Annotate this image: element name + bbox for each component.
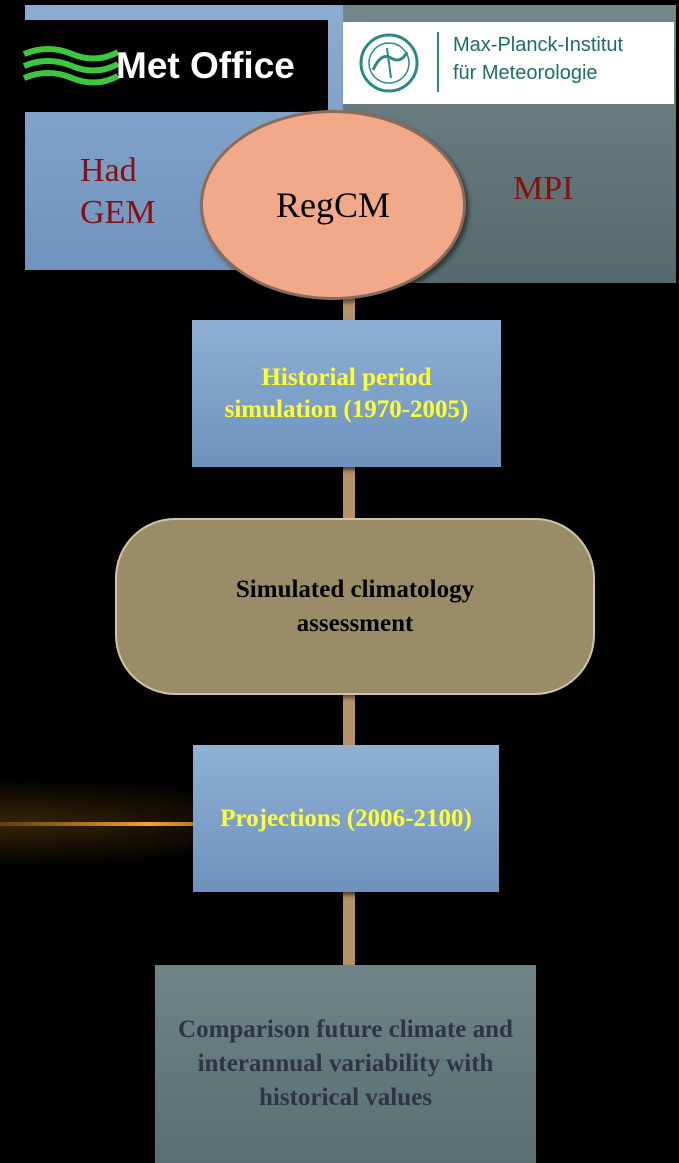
assessment-text: Simulated climatology assessment [235,575,475,637]
historical-simulation-text: Historial period simulation (1970-2005) [224,363,469,423]
mpi-label: MPI [513,170,574,207]
mpi-logo-divider [437,32,439,92]
background-glow-line [0,822,330,826]
hadgem-label-line2: GEM [80,194,156,231]
metoffice-logo-text: Met Office [116,45,295,86]
projections-box: Projections (2006-2100) [193,745,499,892]
mpi-seal-icon [359,33,419,93]
comparison-text: Comparison future climate and interannua… [178,1016,513,1111]
metoffice-logo: Met Office [8,20,328,112]
assessment-box: Simulated climatology assessment [115,518,595,695]
hadgem-label-line1: Had [80,152,137,189]
comparison-box: Comparison future climate and interannua… [155,965,536,1163]
metoffice-waves-icon [22,46,120,86]
mpi-logo-line2: für Meteorologie [453,62,598,84]
regcm-label: RegCM [275,185,390,225]
historical-simulation-box: Historial period simulation (1970-2005) [192,320,501,467]
regcm-ellipse: RegCM [200,110,466,300]
mpi-logo-line1: Max-Planck-Institut [453,34,624,56]
hadgem-label: Had GEM [80,150,156,234]
mpi-logo: Max-Planck-Institut für Meteorologie [343,22,674,104]
projections-text: Projections (2006-2100) [220,804,472,832]
